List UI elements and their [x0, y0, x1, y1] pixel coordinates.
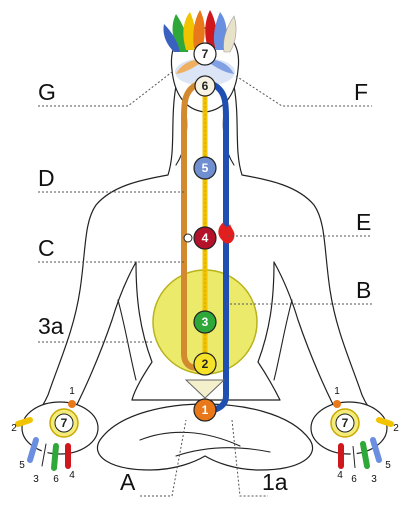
label-c: C [38, 235, 55, 261]
left-finger-label-4: 4 [69, 470, 75, 481]
right-finger-label-1: 1 [334, 386, 340, 397]
flame-icon [218, 222, 235, 244]
left-finger-label-3: 3 [33, 474, 39, 485]
label-3a: 3a [38, 313, 64, 339]
left-finger-label-5: 5 [19, 460, 25, 471]
chakra-7: 7 [202, 47, 209, 61]
chakra-6: 6 [202, 79, 209, 93]
right-finger-label-5: 5 [385, 460, 391, 471]
left-finger-label-6: 6 [53, 474, 59, 485]
label-g: G [38, 79, 56, 105]
left-finger-label-2: 2 [11, 423, 17, 434]
chakra-1: 1 [202, 403, 209, 417]
right-hand: 7 1 2 5 3 6 4 [310, 386, 399, 485]
label-1a: 1a [262, 469, 288, 495]
left-hand: 7 1 2 5 3 6 4 [11, 386, 99, 485]
lotus-petals-icon [163, 10, 237, 53]
label-e: E [356, 209, 371, 235]
heart-node [183, 233, 193, 243]
leader-lines [38, 71, 372, 497]
right-finger-label-2: 2 [393, 423, 399, 434]
right-finger-label-6: 6 [351, 474, 357, 485]
sushumna-channel [209, 81, 229, 413]
chakra-3: 3 [202, 315, 209, 329]
triangle-icon [184, 379, 226, 399]
right-hand-chakra-7: 7 [342, 416, 349, 430]
label-d: D [38, 165, 55, 191]
right-finger-label-4: 4 [337, 470, 343, 481]
label-f: F [354, 79, 368, 105]
chakra-5: 5 [202, 161, 209, 175]
chakra-4: 4 [202, 231, 209, 245]
chakra-2: 2 [202, 357, 209, 371]
left-finger-label-1: 1 [69, 386, 75, 397]
label-a: A [120, 469, 136, 495]
left-hand-chakra-7: 7 [61, 416, 68, 430]
right-finger-label-3: 3 [371, 474, 377, 485]
label-b: B [356, 277, 371, 303]
